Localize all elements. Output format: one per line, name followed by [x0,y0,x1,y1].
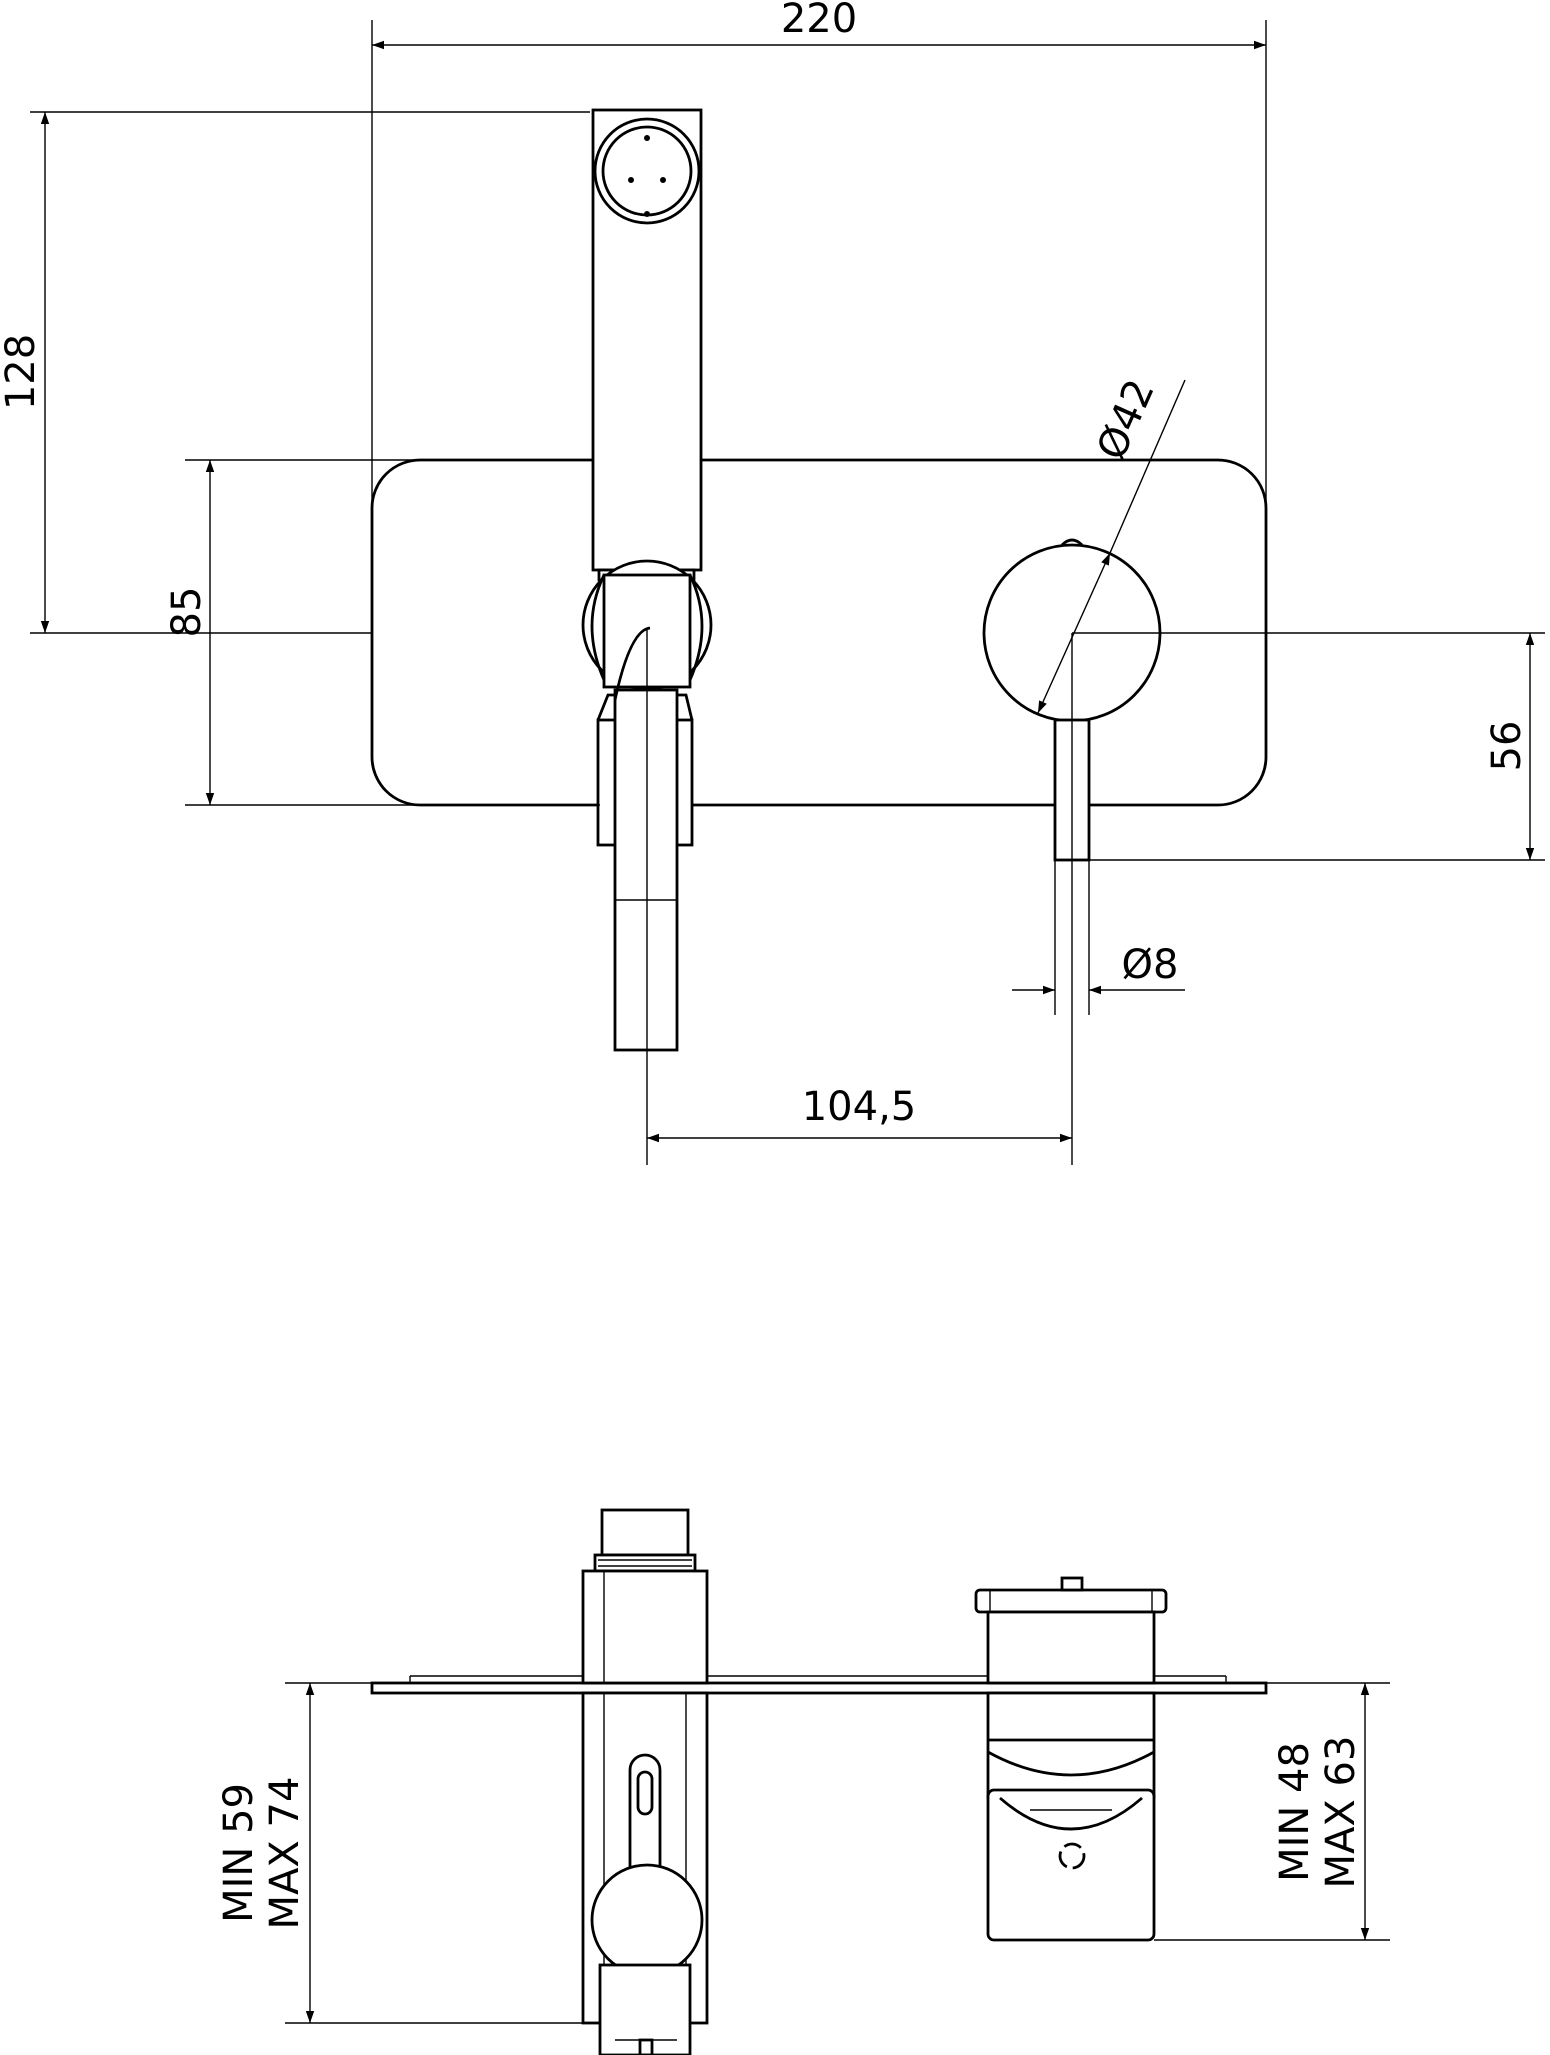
dim-label-104-5: 104,5 [802,1084,917,1130]
front-view: 220 128 85 56 Ø42 Ø8 104,5 [0,0,1545,1165]
dim-label-diameter-42: Ø42 [1088,373,1164,467]
dim-label-right-max: MAX 63 [1318,1736,1364,1889]
dim-label-220: 220 [781,0,857,42]
dim-label-56: 56 [1484,721,1530,772]
side-hose-nipple [590,1753,704,2055]
dim-label-right-min: MIN 48 [1272,1742,1318,1882]
hose-connector [596,626,694,1052]
side-mixer-body [974,1576,1168,1942]
dim-label-left-min: MIN 59 [216,1783,262,1923]
side-view: MIN 59 MAX 74 MIN 48 MAX 63 [216,1508,1390,2055]
dim-label-diameter-8: Ø8 [1122,942,1179,988]
shower-holder [581,108,713,691]
dim-label-85: 85 [164,587,210,638]
dim-label-left-max: MAX 74 [262,1777,308,1930]
dim-label-128: 128 [0,334,44,410]
dim-line-diameter-42 [1037,552,1111,714]
